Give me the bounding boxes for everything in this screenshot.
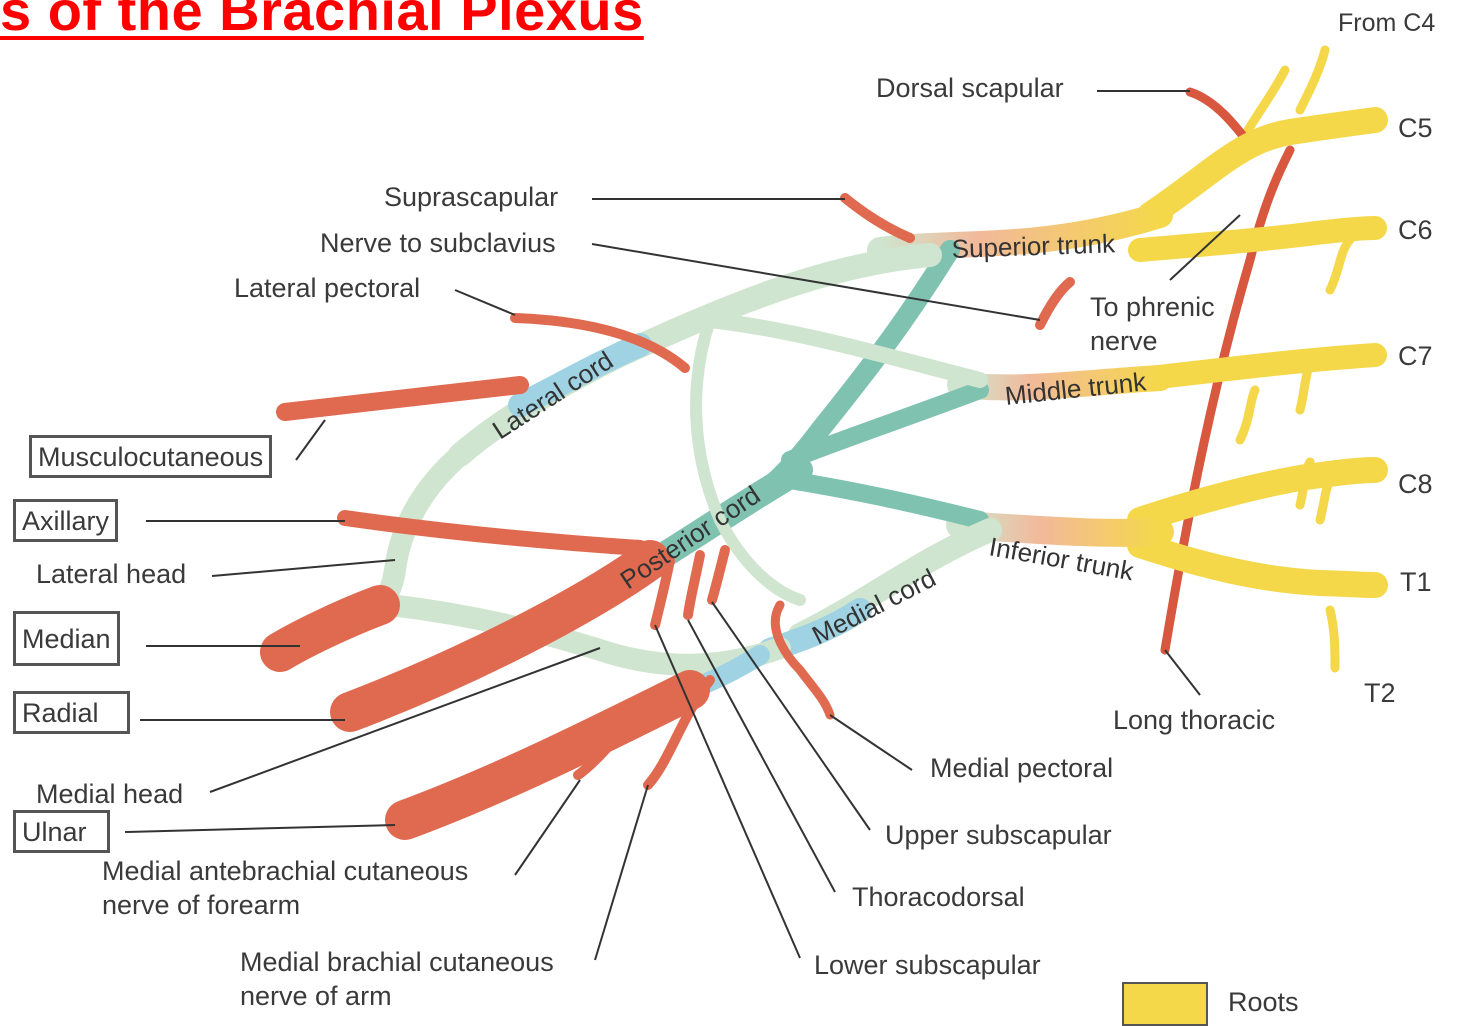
medial-brachial-label-line1: Medial brachial cutaneous xyxy=(240,946,554,980)
radial-box: Radial xyxy=(13,691,130,734)
lateral-pectoral-label: Lateral pectoral xyxy=(234,272,420,306)
nerve-to-subclavius-label: Nerve to subclavius xyxy=(320,227,556,261)
medial-pectoral-label: Medial pectoral xyxy=(930,752,1113,786)
roots-legend-swatch xyxy=(1122,982,1208,1026)
axillary-box: Axillary xyxy=(13,499,118,542)
musculocutaneous-box: Musculocutaneous xyxy=(29,435,272,478)
long-thoracic-label: Long thoracic xyxy=(1113,704,1275,738)
t1-label: T1 xyxy=(1400,566,1432,600)
c5-label: C5 xyxy=(1398,112,1433,146)
t2-label: T2 xyxy=(1364,677,1396,711)
cords xyxy=(378,250,990,700)
posterior-cord-label: Posterior cord xyxy=(615,480,766,595)
c8-label: C8 xyxy=(1398,468,1433,502)
roots-legend-label: Roots xyxy=(1228,986,1299,1020)
medial-head-label: Medial head xyxy=(36,778,183,812)
to-phrenic-label-line2: nerve xyxy=(1090,325,1158,359)
to-phrenic-label-line1: To phrenic xyxy=(1090,291,1215,325)
medial-antebrachial-label-line1: Medial antebrachial cutaneous xyxy=(102,855,468,889)
page-title: s of the Brachial Plexus xyxy=(0,0,644,43)
ulnar-box: Ulnar xyxy=(13,810,110,853)
lower-subscapular-label: Lower subscapular xyxy=(814,949,1041,983)
medial-antebrachial-label-line2: nerve of forearm xyxy=(102,889,300,923)
middle-trunk-label: Middle trunk xyxy=(1003,366,1148,411)
medial-cord-label: Medial cord xyxy=(807,563,940,651)
medial-brachial-label-line2: nerve of arm xyxy=(240,980,392,1014)
c7-label: C7 xyxy=(1398,340,1433,374)
median-box: Median xyxy=(13,611,120,666)
from-c4-label: From C4 xyxy=(1338,8,1435,39)
thoracodorsal-label: Thoracodorsal xyxy=(852,881,1025,915)
suprascapular-label: Suprascapular xyxy=(384,181,558,215)
superior-trunk-label: Superior trunk xyxy=(951,228,1116,264)
c6-label: C6 xyxy=(1398,214,1433,248)
dorsal-scapular-label: Dorsal scapular xyxy=(876,72,1064,106)
roots xyxy=(1140,120,1375,585)
lateral-head-label: Lateral head xyxy=(36,558,186,592)
upper-subscapular-label: Upper subscapular xyxy=(885,819,1112,853)
